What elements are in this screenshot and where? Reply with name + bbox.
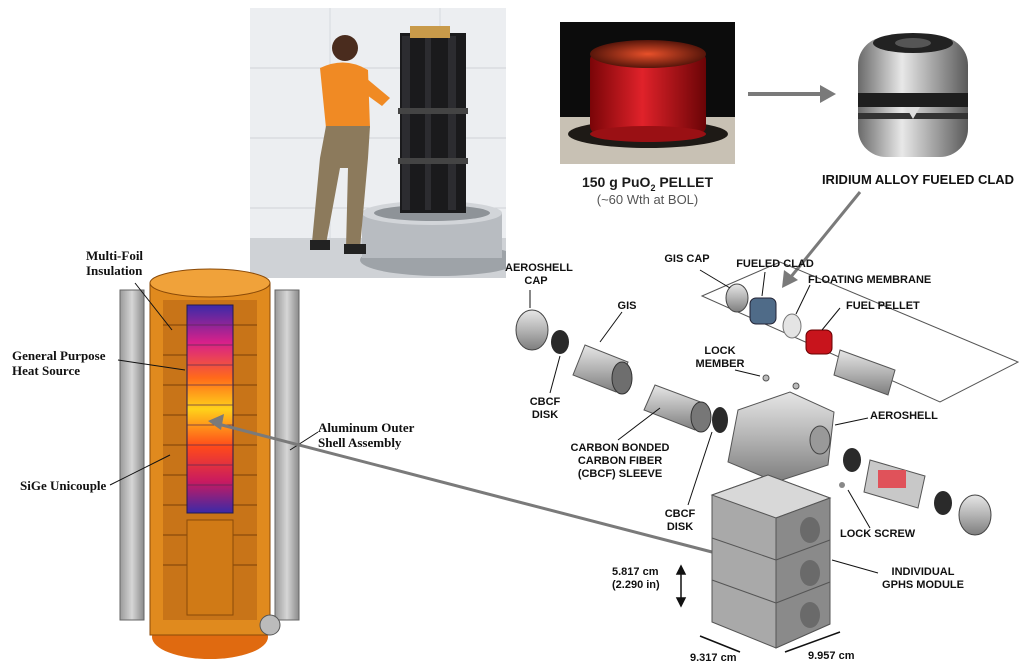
lock-member-label: LOCK MEMBER bbox=[695, 345, 745, 370]
gis-label: GIS bbox=[617, 300, 637, 312]
height-dimension-label: 5.817 cm (2.290 in) bbox=[612, 566, 660, 591]
multi-foil-insulation-label: Multi-Foil Insulation bbox=[86, 248, 144, 278]
rtg-photo bbox=[250, 8, 506, 278]
gis-cap-label: GIS CAP bbox=[664, 253, 710, 265]
individual-gphs-module-label: INDIVIDUAL GPHS MODULE bbox=[882, 566, 964, 591]
floating-membrane-label: FLOATING MEMBRANE bbox=[808, 274, 932, 286]
fuel-pellet-label: FUEL PELLET bbox=[846, 300, 920, 312]
fueled-clad-label: FUELED CLAD bbox=[736, 258, 814, 270]
depth-dimension-label: 9.957 cm bbox=[808, 650, 855, 662]
clad-title: IRIDIUM ALLOY FUELED CLAD bbox=[821, 172, 1015, 187]
cbcf-disk-1-label: CBCF DISK bbox=[529, 396, 561, 421]
general-purpose-heat-source-label: General Purpose Heat Source bbox=[12, 348, 106, 378]
pellet-title: 150 g PuO2 PELLET bbox=[581, 174, 714, 193]
pellet-subtitle: (~60 Wth at BOL) bbox=[596, 192, 699, 207]
lock-screw-label: LOCK SCREW bbox=[840, 528, 916, 540]
cbcf-sleeve-label: CARBON BONDED CARBON FIBER (CBCF) SLEEVE bbox=[570, 442, 670, 480]
sige-unicouple-label: SiGe Unicouple bbox=[20, 478, 107, 493]
iridium-clad-image bbox=[850, 25, 975, 167]
aluminum-outer-shell-label: Aluminum Outer Shell Assembly bbox=[318, 420, 415, 450]
rtg-cutaway bbox=[115, 265, 305, 660]
width-dimension-label: 9.317 cm bbox=[690, 652, 737, 664]
aeroshell-cap-label: AEROSHELL CAP bbox=[505, 262, 573, 287]
cbcf-disk-2-label: CBCF DISK bbox=[664, 508, 696, 533]
pellet-photo bbox=[560, 22, 735, 164]
aeroshell-label: AEROSHELL bbox=[870, 410, 938, 422]
